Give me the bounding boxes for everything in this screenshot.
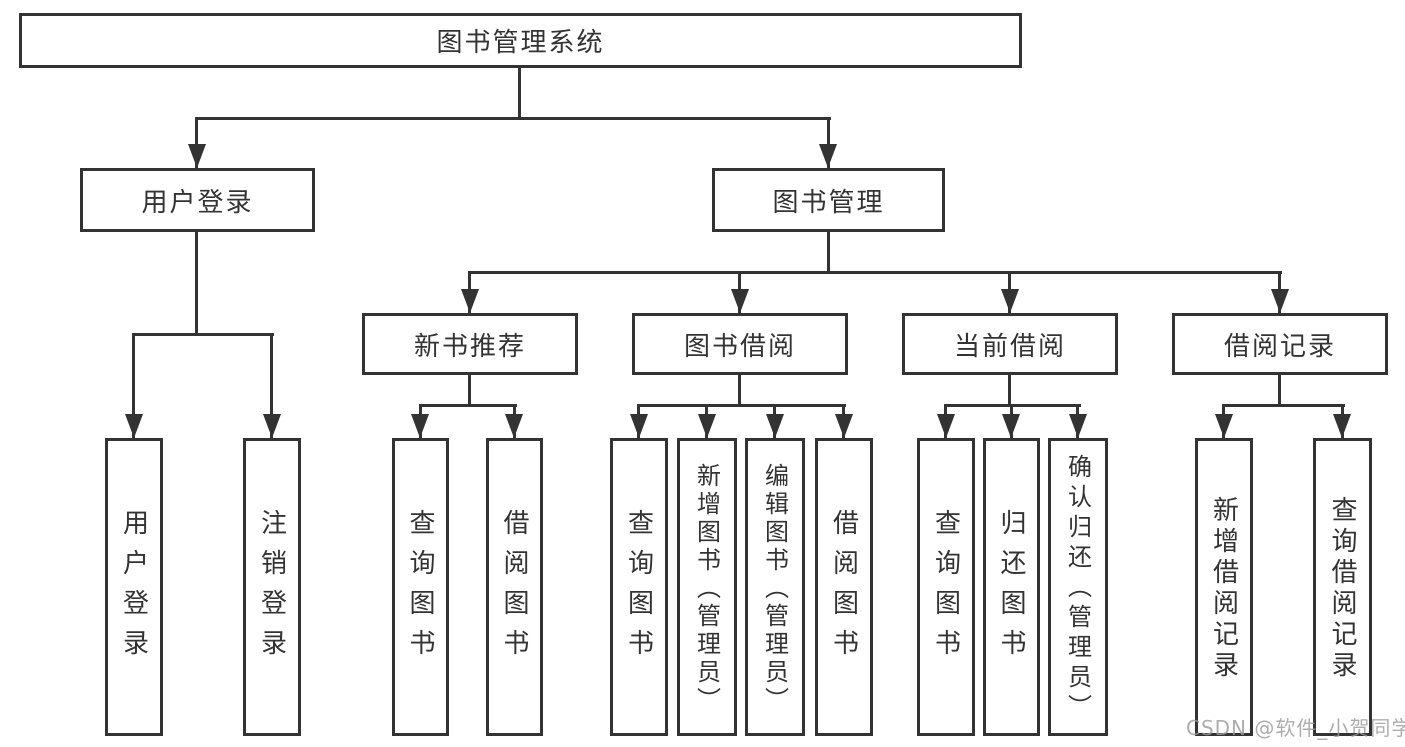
leaf-borrowing-query-books: 查询图书: [610, 438, 668, 736]
leaf-recommend-borrow-books: 借阅图书: [486, 438, 543, 736]
leaf-logout: 注销登录: [243, 438, 301, 736]
arrowhead-icon: [630, 414, 648, 438]
leaf-recommend-query-books: 查询图书: [392, 438, 449, 736]
node-user-login: 用户登录: [80, 168, 315, 232]
connector-borrowing-stem: [738, 373, 741, 407]
arrowhead-icon: [188, 144, 206, 168]
connector-root-stem: [518, 68, 521, 120]
leaf-borrowing-add-books-admin: 新增图书（管理员）: [677, 438, 737, 736]
leaf-current-confirm-return-admin: 确认归还（管理员）: [1048, 438, 1108, 736]
connector-borrowing-hbar: [637, 404, 846, 407]
arrowhead-icon: [1069, 414, 1087, 438]
arrowhead-icon: [1333, 414, 1351, 438]
connector-root-drop-left: [195, 117, 198, 168]
arrowhead-icon: [835, 414, 853, 438]
arrowhead-icon: [1001, 289, 1019, 313]
connector-login-stem: [195, 230, 198, 335]
arrowhead-icon: [698, 414, 716, 438]
connector-login-drop-2: [270, 333, 273, 438]
arrowhead-icon: [125, 414, 143, 438]
connector-mgmt-stem: [827, 230, 830, 274]
arrowhead-icon: [263, 414, 281, 438]
arrowhead-icon: [505, 414, 523, 438]
arrowhead-icon: [819, 144, 837, 168]
leaf-current-query-books: 查询图书: [917, 438, 975, 736]
connector-root-drop-right: [827, 117, 830, 168]
connector-root-hbar: [196, 117, 831, 120]
node-book-management: 图书管理: [712, 168, 945, 232]
arrowhead-icon: [1215, 414, 1233, 438]
arrowhead-icon: [1271, 289, 1289, 313]
connector-login-drop-1: [132, 333, 135, 438]
connector-current-stem: [1008, 373, 1011, 407]
node-current-borrowing: 当前借阅: [902, 313, 1118, 375]
arrowhead-icon: [766, 414, 784, 438]
arrowhead-icon: [461, 289, 479, 313]
connector-recommend-stem: [468, 373, 471, 407]
connector-records-stem: [1278, 373, 1281, 407]
arrowhead-icon: [1002, 414, 1020, 438]
arrowhead-icon: [731, 289, 749, 313]
leaf-records-query-record: 查询借阅记录: [1313, 438, 1372, 736]
leaf-borrowing-borrow-books: 借阅图书: [815, 438, 873, 736]
node-book-borrowing: 图书借阅: [632, 313, 848, 375]
leaf-records-add-record: 新增借阅记录: [1195, 438, 1253, 736]
connector-login-hbar: [132, 333, 274, 336]
arrowhead-icon: [937, 414, 955, 438]
node-new-book-recommend: 新书推荐: [362, 313, 578, 375]
node-system-root: 图书管理系统: [19, 13, 1022, 68]
watermark: CSDN @软件_小贺同学: [1186, 716, 1405, 740]
leaf-current-return-books: 归还图书: [983, 438, 1040, 736]
connector-recommend-hbar: [419, 404, 517, 407]
connector-mgmt-hbar: [468, 271, 1282, 274]
node-borrow-records: 借阅记录: [1172, 313, 1388, 375]
connector-records-hbar: [1222, 404, 1345, 407]
leaf-borrowing-edit-books-admin: 编辑图书（管理员）: [745, 438, 805, 736]
leaf-user-login: 用户登录: [105, 438, 163, 736]
arrowhead-icon: [411, 414, 429, 438]
